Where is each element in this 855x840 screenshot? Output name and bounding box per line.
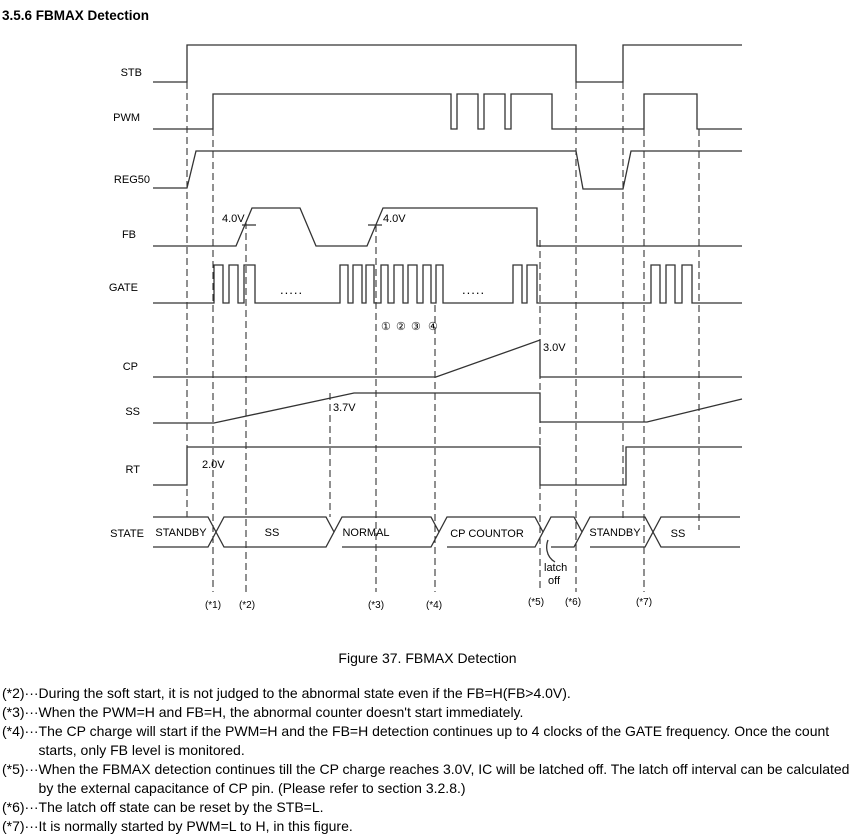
note-text: The latch off state can be reset by the … — [38, 799, 324, 815]
label-cp: CP — [123, 361, 138, 373]
note-text: The CP charge will start if the PWM=H an… — [38, 723, 830, 758]
note-4: (*4)···The CP charge will start if the P… — [2, 722, 852, 760]
clock-4: ④ — [428, 321, 438, 333]
marker-6: (*6) — [565, 597, 581, 608]
note-text: It is normally started by PWM=L to H, in… — [38, 818, 353, 834]
ss-threshold-label: 3.7V — [333, 402, 356, 414]
wave-state — [153, 516, 740, 548]
wave-stb — [153, 44, 742, 83]
note-tag: (*2)··· — [2, 685, 39, 701]
marker-1: (*1) — [205, 600, 221, 611]
label-pwm: PWM — [113, 112, 140, 124]
latch-off-label-1: latch — [544, 562, 567, 574]
note-tag: (*3)··· — [2, 704, 39, 720]
state-standby-2: STANDBY — [589, 527, 641, 539]
note-7: (*7)···It is normally started by PWM=L t… — [2, 817, 852, 836]
wave-ss — [153, 392, 743, 424]
clock-3: ③ — [411, 321, 421, 333]
wave-pwm — [153, 93, 742, 130]
label-ss: SS — [125, 406, 140, 418]
cp-threshold-label: 3.0V — [543, 342, 566, 354]
notes-list: (*2)···During the soft start, it is not … — [2, 684, 852, 836]
fb-threshold-label-2: 4.0V — [383, 213, 406, 225]
label-reg50: REG50 — [114, 174, 150, 186]
state-standby: STANDBY — [155, 527, 207, 539]
note-6: (*6)···The latch off state can be reset … — [2, 798, 852, 817]
wave-gate — [153, 264, 742, 304]
note-tag: (*7)··· — [2, 818, 39, 834]
marker-3: (*3) — [368, 600, 384, 611]
wave-fb — [153, 207, 742, 247]
gate-ellipsis-1: ..... — [280, 282, 303, 297]
note-tag: (*5)··· — [2, 761, 39, 777]
note-tag: (*6)··· — [2, 799, 39, 815]
state-ss-2: SS — [671, 528, 686, 540]
note-5: (*5)···When the FBMAX detection continue… — [2, 760, 852, 798]
latch-off-arrow — [546, 539, 556, 563]
rt-level-label: 2.0V — [202, 459, 225, 471]
wave-reg50 — [153, 150, 742, 190]
wave-cp — [153, 339, 742, 378]
note-text: When the FBMAX detection continues till … — [38, 761, 850, 796]
figure-caption: Figure 37. FBMAX Detection — [338, 650, 517, 666]
note-tag: (*4)··· — [2, 723, 39, 739]
label-stb: STB — [121, 67, 142, 79]
note-text: When the PWM=H and FB=H, the abnormal co… — [38, 704, 524, 720]
label-fb: FB — [122, 229, 136, 241]
gate-ellipsis-2: ..... — [462, 282, 485, 297]
wave-rt — [153, 446, 742, 486]
note-text: During the soft start, it is not judged … — [38, 685, 571, 701]
label-gate: GATE — [109, 282, 138, 294]
state-normal: NORMAL — [342, 527, 389, 539]
state-ss: SS — [265, 527, 280, 539]
fb-threshold-label-1: 4.0V — [222, 213, 245, 225]
clock-2: ② — [396, 321, 406, 333]
section-title: 3.5.6 FBMAX Detection — [2, 8, 150, 23]
label-state: STATE — [110, 528, 144, 540]
clock-1: ① — [381, 321, 391, 333]
label-rt: RT — [126, 464, 141, 476]
note-3: (*3)···When the PWM=H and FB=H, the abno… — [2, 703, 852, 722]
marker-2: (*2) — [239, 600, 255, 611]
note-2: (*2)···During the soft start, it is not … — [2, 684, 852, 703]
marker-5: (*5) — [528, 597, 544, 608]
guide-lines — [186, 82, 700, 592]
state-cp-countor: CP COUNTOR — [450, 528, 524, 540]
marker-7: (*7) — [636, 597, 652, 608]
timing-diagram: STB PWM REG50 FB GATE CP SS RT STATE 4.0… — [109, 44, 743, 611]
latch-off-label-2: off — [548, 575, 561, 587]
marker-4: (*4) — [426, 600, 442, 611]
